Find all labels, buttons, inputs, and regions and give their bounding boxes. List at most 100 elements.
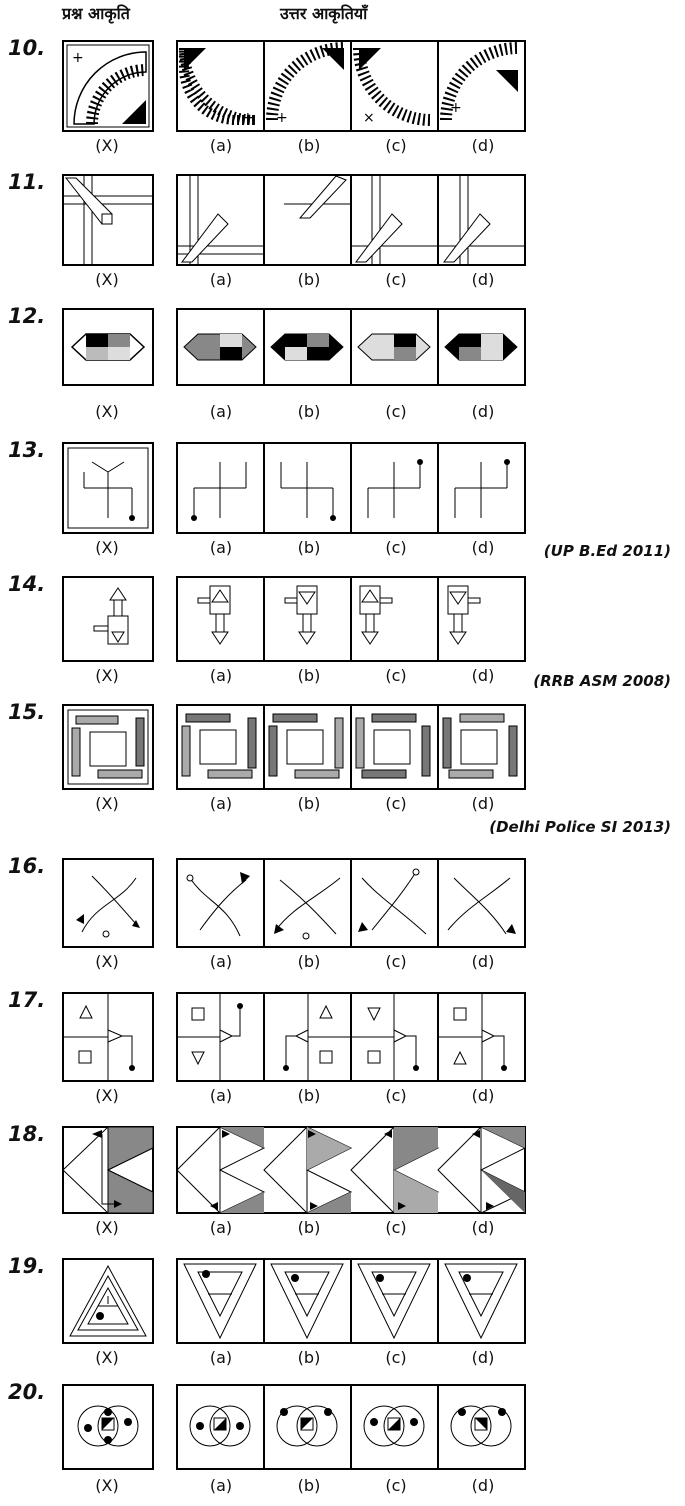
label-d: (d) <box>458 270 508 289</box>
question-18: 18. (X) (a) (b) (c) (d) <box>0 1122 685 1250</box>
label-d: (d) <box>458 136 508 155</box>
label-d: (d) <box>458 794 508 813</box>
label-x: (X) <box>82 666 132 685</box>
question-17: 17. <box>0 988 685 1118</box>
label-x: (X) <box>82 1348 132 1367</box>
label-c: (c) <box>371 136 421 155</box>
label-a: (a) <box>196 1348 246 1367</box>
answer-figures <box>176 992 526 1082</box>
label-b: (b) <box>284 1348 334 1367</box>
label-b: (b) <box>284 402 334 421</box>
figure-drawing <box>176 442 526 534</box>
question-20: 20. ( <box>0 1380 685 1506</box>
label-x: (X) <box>82 952 132 971</box>
question-number: 14. <box>8 572 45 596</box>
label-a: (a) <box>196 1476 246 1495</box>
label-c: (c) <box>371 952 421 971</box>
figure-drawing: + <box>62 40 154 132</box>
question-11: 11. (X) (a) (b) (c) <box>0 170 685 300</box>
question-number: 13. <box>8 438 45 462</box>
problem-figure-x <box>62 576 154 662</box>
label-a: (a) <box>196 666 246 685</box>
figure-drawing <box>62 992 154 1082</box>
question-14: 14. <box>0 572 685 696</box>
answer-figures-heading: उत्तर आकृतियाँ <box>280 2 367 24</box>
problem-figure-x <box>62 1258 154 1344</box>
label-x: (X) <box>82 1218 132 1237</box>
label-b: (b) <box>284 794 334 813</box>
label-d: (d) <box>458 1218 508 1237</box>
figure-drawing <box>62 308 154 386</box>
label-x: (X) <box>82 136 132 155</box>
answer-figures <box>176 1258 526 1344</box>
label-d: (d) <box>458 1348 508 1367</box>
question-number: 12. <box>8 304 45 328</box>
problem-figure-x <box>62 704 154 790</box>
figure-drawing <box>62 1258 154 1344</box>
figure-drawing <box>176 704 526 790</box>
svg-text:+: + <box>242 110 254 126</box>
figure-drawing <box>62 174 154 266</box>
question-16: 16. (X) (a) (b) (c) (d) <box>0 854 685 984</box>
question-number: 17. <box>8 988 45 1012</box>
figure-drawing <box>176 174 526 266</box>
label-c: (c) <box>371 270 421 289</box>
figure-drawing <box>62 858 154 948</box>
label-c: (c) <box>371 1086 421 1105</box>
problem-figure-x: + <box>62 40 154 132</box>
figure-drawing <box>62 1384 154 1470</box>
label-x: (X) <box>82 794 132 813</box>
figure-drawing <box>62 704 154 790</box>
answer-figures <box>176 174 526 266</box>
label-a: (a) <box>196 794 246 813</box>
label-b: (b) <box>284 666 334 685</box>
label-a: (a) <box>196 952 246 971</box>
label-d: (d) <box>458 538 508 557</box>
question-figures-heading: प्रश्न आकृति <box>62 2 130 24</box>
label-b: (b) <box>284 1086 334 1105</box>
label-b: (b) <box>284 538 334 557</box>
answer-figures <box>176 576 526 662</box>
figure-drawing <box>176 1126 526 1214</box>
answer-figures <box>176 858 526 948</box>
label-a: (a) <box>196 1086 246 1105</box>
label-a: (a) <box>196 402 246 421</box>
svg-text:+: + <box>450 100 462 116</box>
label-b: (b) <box>284 270 334 289</box>
label-d: (d) <box>458 1086 508 1105</box>
label-c: (c) <box>371 402 421 421</box>
problem-figure-x <box>62 174 154 266</box>
figure-drawing <box>176 992 526 1082</box>
label-d: (d) <box>458 952 508 971</box>
label-x: (X) <box>82 1086 132 1105</box>
answer-figures <box>176 442 526 534</box>
answer-figures <box>176 1384 526 1470</box>
label-d: (d) <box>458 402 508 421</box>
label-a: (a) <box>196 1218 246 1237</box>
label-c: (c) <box>371 666 421 685</box>
figure-drawing <box>176 1384 526 1470</box>
source-citation: (Delhi Police SI 2013) <box>489 818 671 836</box>
answer-figures <box>176 704 526 790</box>
figure-drawing: + + × + <box>176 40 526 132</box>
label-x: (X) <box>82 402 132 421</box>
figure-drawing <box>176 576 526 662</box>
label-a: (a) <box>196 538 246 557</box>
figure-drawing <box>176 858 526 948</box>
label-d: (d) <box>458 666 508 685</box>
problem-figure-x <box>62 992 154 1082</box>
source-citation: (UP B.Ed 2011) <box>544 542 671 560</box>
label-d: (d) <box>458 1476 508 1495</box>
answer-figures <box>176 1126 526 1214</box>
label-c: (c) <box>371 1476 421 1495</box>
label-c: (c) <box>371 1218 421 1237</box>
question-number: 18. <box>8 1122 45 1146</box>
problem-figure-x <box>62 308 154 386</box>
question-number: 20. <box>8 1380 45 1404</box>
question-15: 15. ( <box>0 700 685 850</box>
label-c: (c) <box>371 794 421 813</box>
label-x: (X) <box>82 270 132 289</box>
svg-text:+: + <box>72 50 84 66</box>
figure-drawing <box>62 442 154 534</box>
label-a: (a) <box>196 270 246 289</box>
